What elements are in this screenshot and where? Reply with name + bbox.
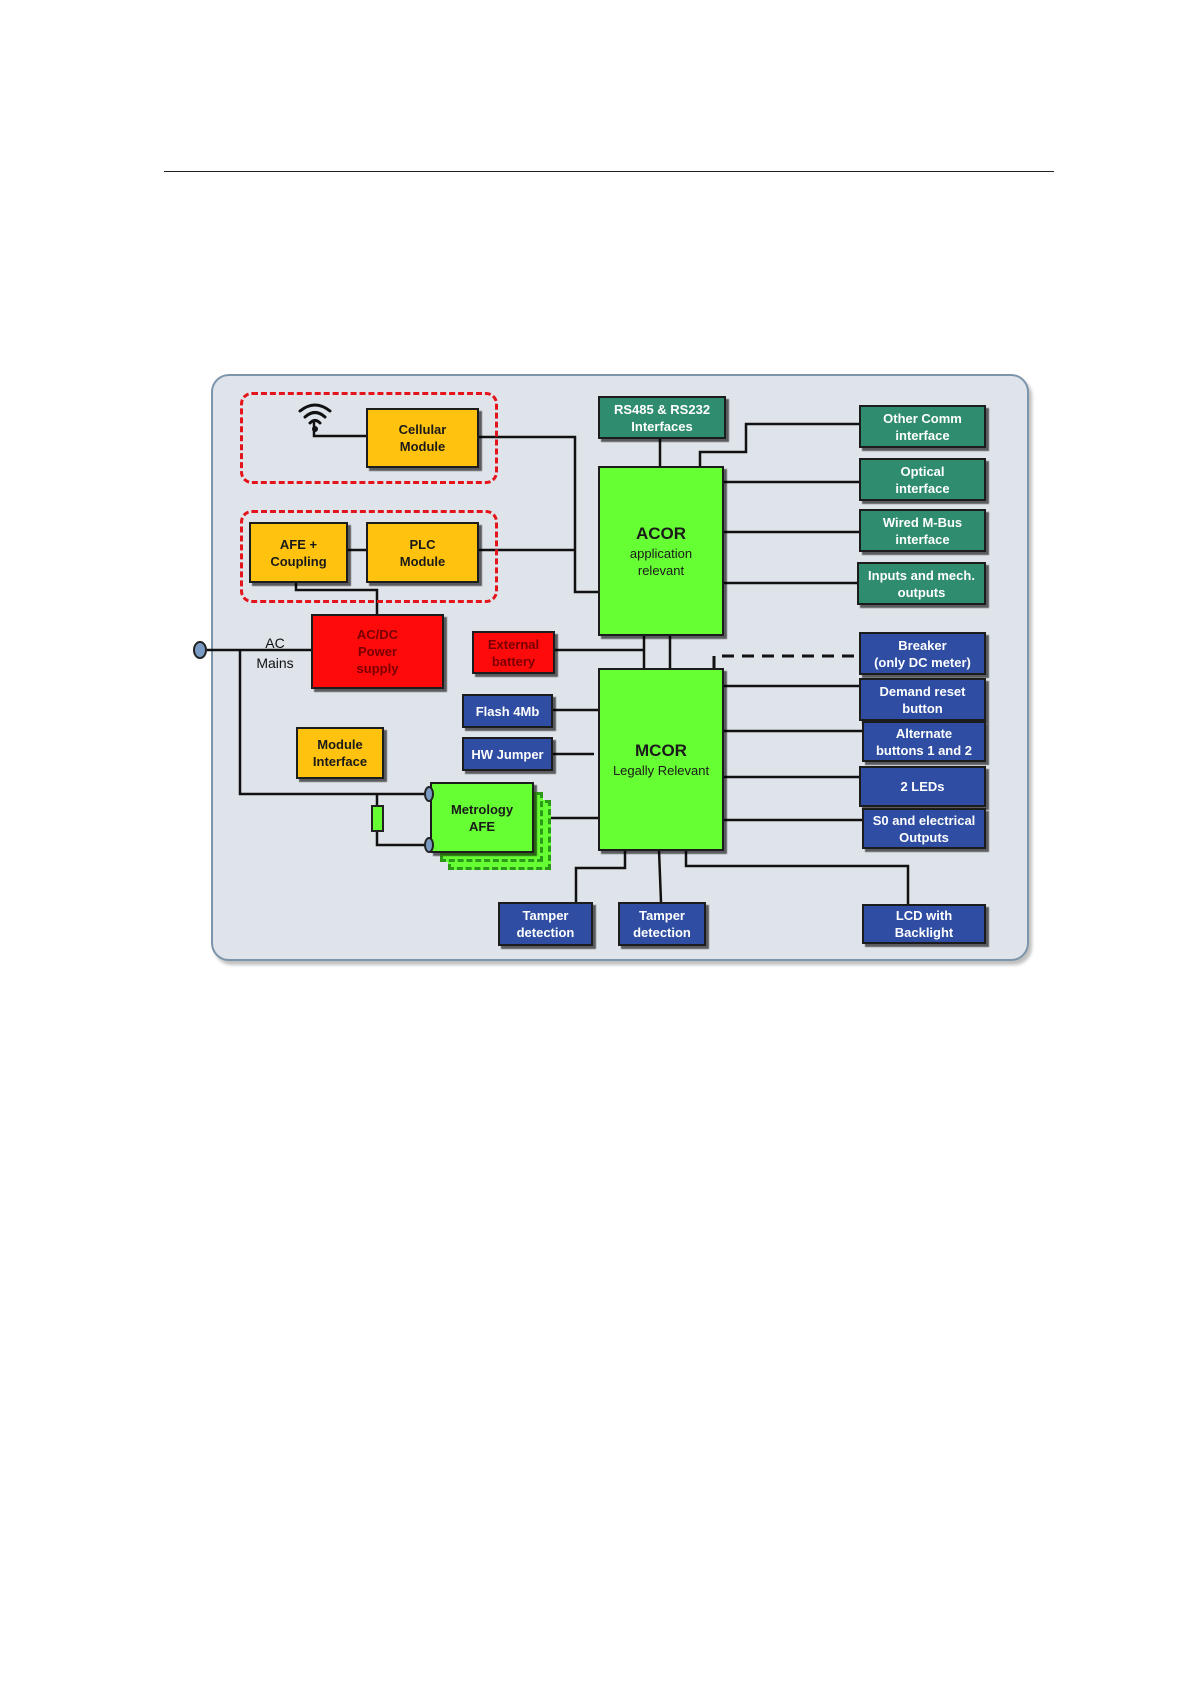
wire-cellular-acor <box>478 435 598 594</box>
wire-othercomm-acor <box>698 422 859 466</box>
wire-shunt-bottom <box>375 832 430 847</box>
wire-breaker-mcor-dashed <box>712 654 859 668</box>
wire-lcd-mcor <box>684 850 910 904</box>
wired-mbus-interface: Wired M-Bus interface <box>859 509 986 552</box>
inputs-mech-outputs: Inputs and mech. outputs <box>857 562 986 605</box>
rs485-rs232-interfaces: RS485 & RS232 Interfaces <box>598 396 726 439</box>
mcor-subtitle: Legally Relevant <box>612 763 710 778</box>
breaker: Breaker (only DC meter) <box>859 632 986 675</box>
mcor-title: MCOR <box>635 741 687 760</box>
cellular-module: Cellular Module <box>366 408 479 468</box>
alternate-buttons: Alternate buttons 1 and 2 <box>862 721 986 762</box>
flash-memory: Flash 4Mb <box>462 694 553 728</box>
page-header-rule <box>164 171 1054 172</box>
wifi-icon <box>298 403 332 432</box>
optical-interface: Optical interface <box>859 458 986 501</box>
other-comm-interface: Other Comm interface <box>859 405 986 448</box>
acor-subtitle: application relevant <box>629 546 693 578</box>
external-battery: External battery <box>472 631 555 674</box>
plc-module: PLC Module <box>366 522 479 583</box>
wire-tamper1-mcor <box>574 850 627 902</box>
plc-option-group <box>240 510 498 603</box>
ac-mains-label: AC Mains <box>256 635 294 671</box>
shunt-resistor <box>371 805 384 832</box>
tamper-detection-2: Tamper detection <box>618 902 706 946</box>
mcor-core: MCOR Legally Relevant <box>598 668 724 851</box>
wire-mains-metrology <box>238 650 430 796</box>
demand-reset-button: Demand reset button <box>859 678 986 721</box>
wire-tamper2-mcor <box>657 849 663 903</box>
acor-core: ACOR application relevant <box>598 466 724 636</box>
cellular-option-group <box>240 392 498 484</box>
s0-electrical-outputs: S0 and electrical Outputs <box>862 808 986 849</box>
afe-coupling-module: AFE + Coupling <box>249 522 348 583</box>
acor-title: ACOR <box>635 524 687 543</box>
lcd-with-backlight: LCD with Backlight <box>862 904 986 944</box>
acdc-power-supply: AC/DC Power supply <box>311 614 444 689</box>
metrology-afe: Metrology AFE <box>430 782 534 853</box>
ac-connector-icon <box>193 641 207 659</box>
hw-jumper: HW Jumper <box>462 737 553 771</box>
two-leds: 2 LEDs <box>859 766 986 807</box>
metrology-terminal-bottom <box>424 837 434 853</box>
metrology-terminal-top <box>424 786 434 802</box>
tamper-detection-1: Tamper detection <box>498 902 593 946</box>
module-interface: Module Interface <box>296 727 384 779</box>
